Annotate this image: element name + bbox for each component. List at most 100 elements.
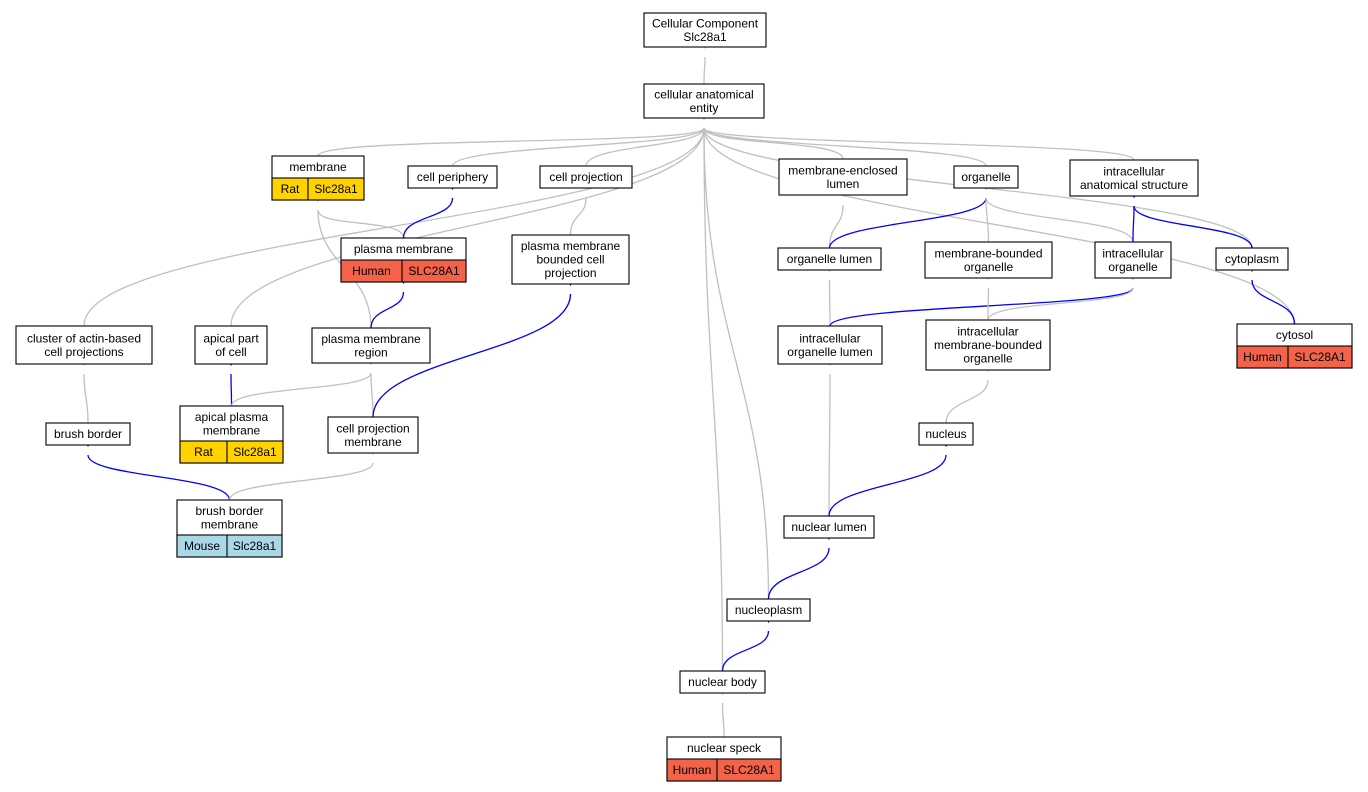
node-label: region — [354, 345, 387, 359]
node-label: organelle — [1108, 260, 1158, 274]
node-box — [777, 247, 882, 271]
species-label: Human — [673, 763, 712, 777]
gene-label: Slc28a1 — [233, 445, 277, 459]
node-label: entity — [690, 101, 719, 115]
node-label: apical part — [203, 331, 259, 345]
gene-label: SLC28A1 — [408, 264, 460, 278]
node-label: nuclear speck — [687, 741, 762, 755]
node-label: organelle — [964, 260, 1014, 274]
node-nbody[interactable]: nuclear body — [679, 670, 766, 694]
node-box — [643, 83, 765, 119]
node-label: membrane — [289, 160, 347, 174]
node-label: intracellular — [957, 325, 1018, 339]
node-label: cell projections — [44, 345, 123, 359]
node-label: membrane — [201, 517, 259, 531]
node-box — [539, 165, 633, 189]
node-label: organelle — [963, 352, 1013, 366]
node-label: cell periphery — [417, 170, 488, 184]
node-label: of cell — [215, 345, 246, 359]
annotation-row — [1236, 345, 1353, 369]
node-label: cytoplasm — [1225, 252, 1279, 266]
annotation-row — [179, 440, 284, 464]
node-label: nucleoplasm — [735, 603, 802, 617]
node-brush[interactable]: brush border — [45, 422, 131, 446]
species-label: Rat — [281, 182, 300, 196]
node-box — [194, 325, 268, 365]
node-box — [643, 12, 767, 48]
node-box — [777, 325, 883, 365]
species-label: Rat — [194, 445, 213, 459]
node-box — [311, 327, 431, 364]
node-label: Slc28a1 — [683, 30, 727, 44]
node-cytoplasm[interactable]: cytoplasm — [1215, 247, 1289, 271]
node-label: brush border — [54, 427, 122, 441]
node-nlumen[interactable]: nuclear lumen — [783, 515, 875, 539]
node-label: cellular anatomical — [654, 87, 753, 101]
annotation-row — [176, 534, 283, 558]
node-label: nucleus — [925, 427, 966, 441]
node-label: organelle lumen — [787, 252, 872, 266]
node-box — [511, 234, 630, 285]
node-olumen[interactable]: organelle lumen — [777, 247, 882, 271]
node-label: lumen — [827, 177, 860, 191]
node-label: bounded cell — [536, 253, 604, 267]
node-label: membrane-bounded — [934, 246, 1042, 260]
node-nucleoplasm[interactable]: nucleoplasm — [726, 598, 811, 622]
node-label: anatomical structure — [1080, 178, 1188, 192]
node-label: membrane — [203, 423, 261, 437]
node-label: intracellular — [1103, 164, 1164, 178]
node-box — [778, 158, 908, 196]
gene-label: Slc28a1 — [233, 539, 277, 553]
annotation-row — [666, 758, 782, 782]
node-label: intracellular — [1102, 246, 1163, 260]
species-label: Human — [352, 264, 391, 278]
node-label: projection — [544, 266, 596, 280]
gene-label: Slc28a1 — [314, 182, 358, 196]
node-label: apical plasma — [195, 410, 269, 424]
gene-label: SLC28A1 — [723, 763, 775, 777]
node-box — [327, 416, 419, 454]
node-box — [45, 422, 131, 446]
node-box — [15, 325, 153, 365]
node-label: cytosol — [1276, 328, 1313, 342]
node-label: plasma membrane — [521, 239, 621, 253]
node-projection[interactable]: cell projection — [539, 165, 633, 189]
node-box — [918, 422, 974, 446]
node-label: cell projection — [336, 421, 409, 435]
node-label: membrane-enclosed — [788, 163, 897, 177]
node-label: nuclear body — [688, 675, 757, 689]
node-label: brush border — [195, 504, 263, 518]
node-label: membrane — [344, 435, 402, 449]
node-periphery[interactable]: cell periphery — [407, 165, 498, 189]
node-label: Cellular Component — [652, 16, 759, 30]
node-label: nuclear lumen — [791, 520, 866, 534]
species-label: Mouse — [184, 539, 220, 553]
node-label: cell projection — [549, 170, 622, 184]
node-nucleus[interactable]: nucleus — [918, 422, 974, 446]
node-box — [924, 241, 1053, 279]
node-organelle[interactable]: organelle — [953, 165, 1019, 189]
node-box — [1069, 159, 1199, 197]
node-label: plasma membrane — [354, 242, 454, 256]
